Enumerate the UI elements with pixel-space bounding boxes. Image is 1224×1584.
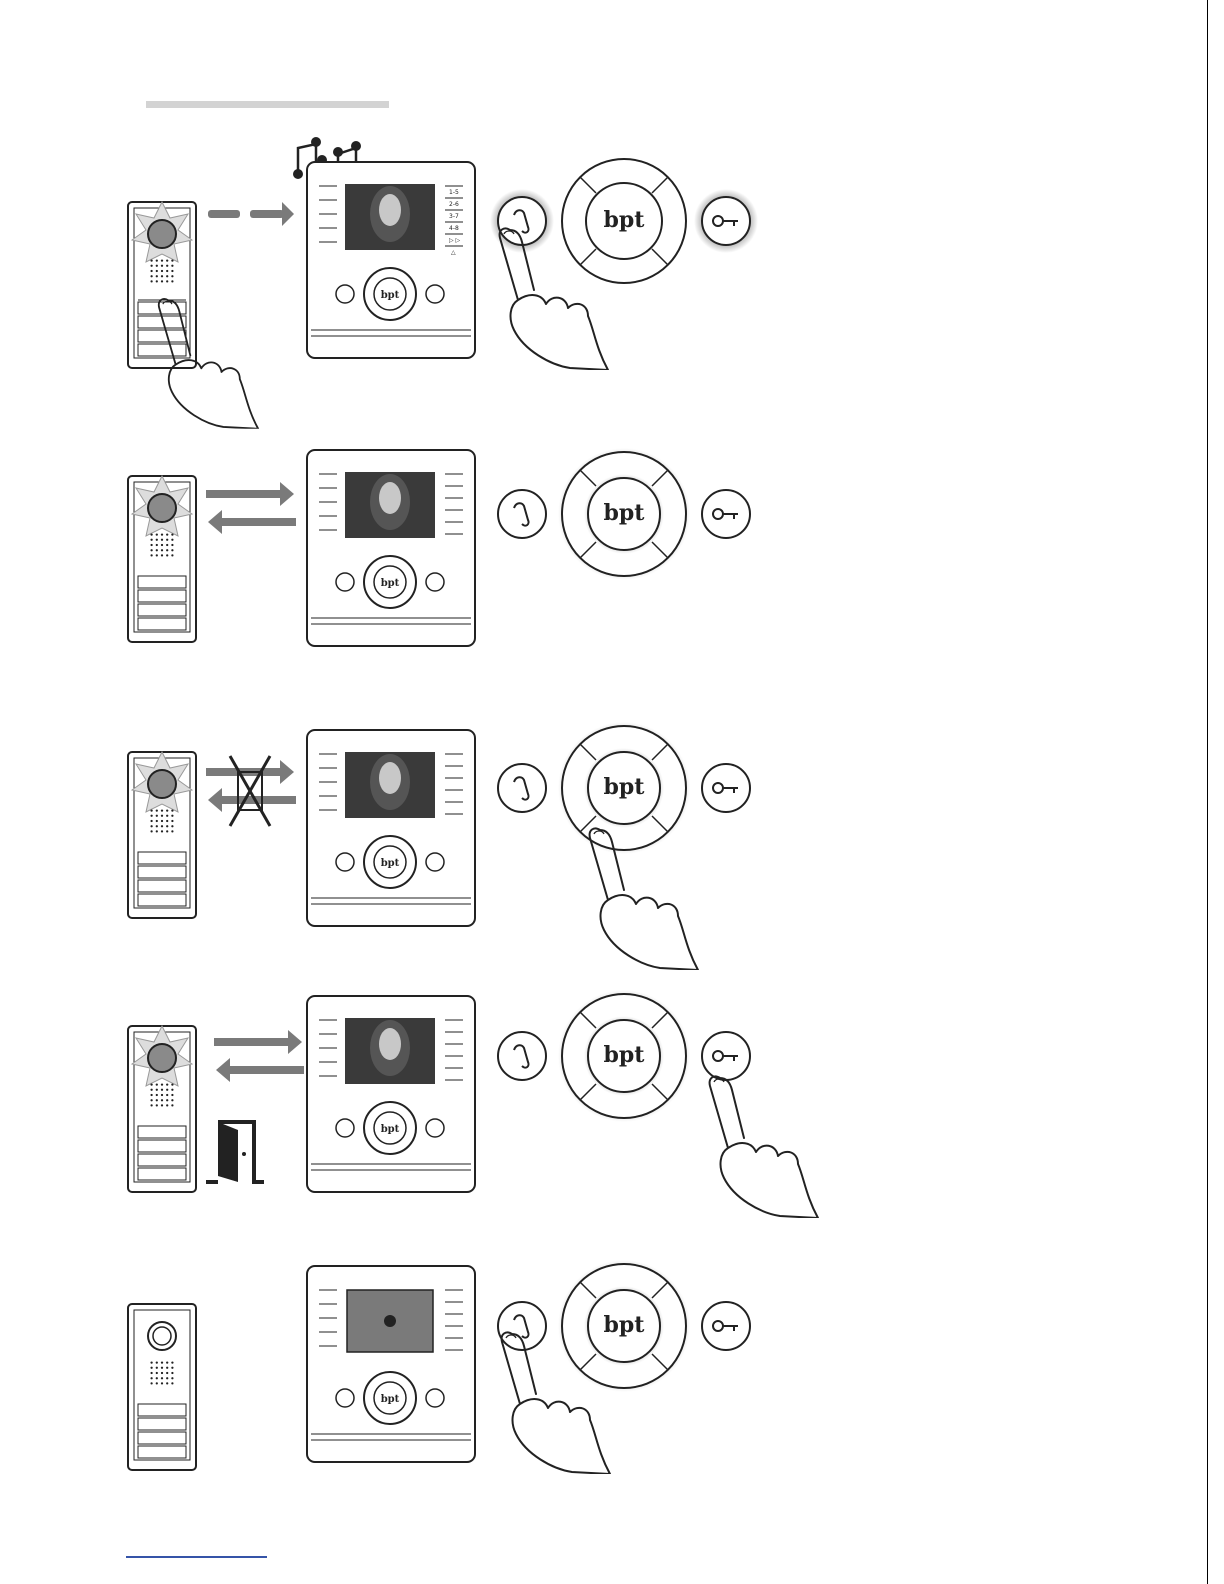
video-monitor: bpt: [305, 1264, 477, 1464]
answer-button: [498, 490, 546, 538]
open-door-icon: [204, 1116, 270, 1186]
hand-pressing-call-icon: [150, 290, 260, 430]
step-call-received: 1-5 2-6 3-7 4-8 ▷ ▷ △ bpt bpt: [0, 130, 1224, 410]
answer-button: [498, 1032, 546, 1080]
svg-text:bpt: bpt: [381, 1124, 400, 1135]
svg-text:bpt: bpt: [381, 1394, 400, 1405]
step-mute: bpt bpt: [0, 720, 1224, 970]
hand-pressing-door-icon: [700, 1068, 820, 1218]
video-monitor: bpt: [305, 728, 477, 928]
monitor-controls-closeup: bpt: [488, 448, 758, 588]
camera-icon: [148, 1044, 176, 1072]
svg-text:2-6: 2-6: [449, 201, 459, 208]
video-monitor: bpt: [305, 448, 477, 648]
entrance-panel: [126, 1024, 198, 1194]
hand-pressing-mute-icon: [580, 820, 700, 970]
hand-pressing-answer-icon: [492, 1324, 612, 1474]
two-way-arrow-icon: [204, 480, 298, 536]
camera-icon: [148, 220, 176, 248]
svg-text:bpt: bpt: [381, 290, 400, 301]
video-monitor: bpt: [305, 994, 477, 1194]
step-conversation: bpt bpt: [0, 440, 1224, 660]
crossed-two-way-arrow-icon: [200, 750, 300, 830]
svg-text:1-5: 1-5: [449, 189, 459, 196]
two-way-arrow-icon: [212, 1028, 306, 1084]
dashed-arrow-icon: [206, 200, 296, 230]
svg-text:4-8: 4-8: [449, 225, 459, 232]
video-monitor: 1-5 2-6 3-7 4-8 ▷ ▷ △ bpt: [305, 160, 477, 360]
camera-icon: [148, 494, 176, 522]
svg-text:bpt: bpt: [381, 578, 400, 589]
entrance-panel: [126, 474, 198, 644]
standby-dot-icon: [384, 1315, 396, 1327]
footer-link-rule: [126, 1556, 267, 1558]
entrance-panel: [126, 750, 198, 920]
step-call-end: bpt bpt: [0, 1260, 1224, 1500]
step-door-open: bpt bpt: [0, 990, 1224, 1220]
camera-icon: [148, 770, 176, 798]
svg-text:bpt: bpt: [604, 1042, 646, 1068]
section-header-rule: [146, 101, 389, 108]
svg-text:bpt: bpt: [604, 500, 646, 526]
svg-text:bpt: bpt: [381, 858, 400, 869]
answer-button: [498, 764, 546, 812]
svg-text:△: △: [451, 249, 456, 256]
svg-text:bpt: bpt: [604, 774, 646, 800]
svg-text:3-7: 3-7: [449, 213, 459, 220]
hand-pressing-answer-icon: [490, 220, 610, 370]
svg-text:▷ ▷: ▷ ▷: [449, 237, 461, 244]
entrance-panel: [126, 1302, 198, 1472]
